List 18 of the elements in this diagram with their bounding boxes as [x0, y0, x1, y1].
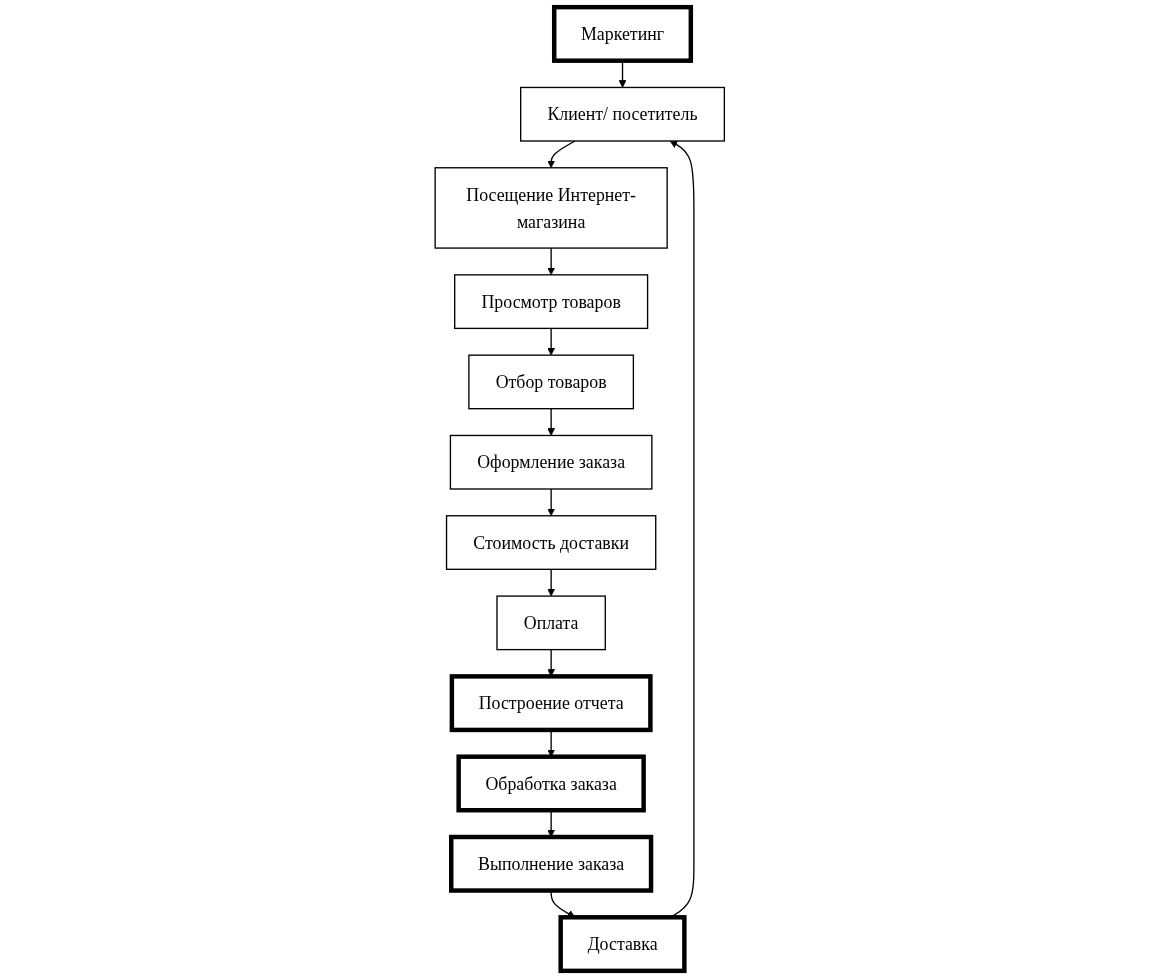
node-box: Клиент/ посетитель: [519, 86, 725, 142]
node-box: Построение отчета: [449, 674, 653, 733]
arrow: [546, 488, 555, 517]
node-box: Просмотр товаров: [453, 274, 648, 330]
node-box: Выполнение заказа: [448, 834, 653, 893]
node-box: Обработка заказа: [456, 754, 646, 813]
node-box: Маркетинг: [551, 4, 693, 63]
node-box: Посещение Интернет-магазина: [434, 167, 668, 249]
arrow: [546, 408, 555, 436]
node-box: Доставка: [558, 915, 687, 974]
node-box: Стоимость доставки: [445, 515, 657, 570]
node-box: Оплата: [496, 595, 606, 651]
node-box: Оформление заказа: [449, 434, 653, 490]
node-box: Отбор товаров: [467, 354, 634, 410]
arrow: [546, 140, 576, 169]
arrow: [546, 327, 555, 356]
arrow: [546, 568, 555, 597]
arrow: [546, 247, 555, 276]
